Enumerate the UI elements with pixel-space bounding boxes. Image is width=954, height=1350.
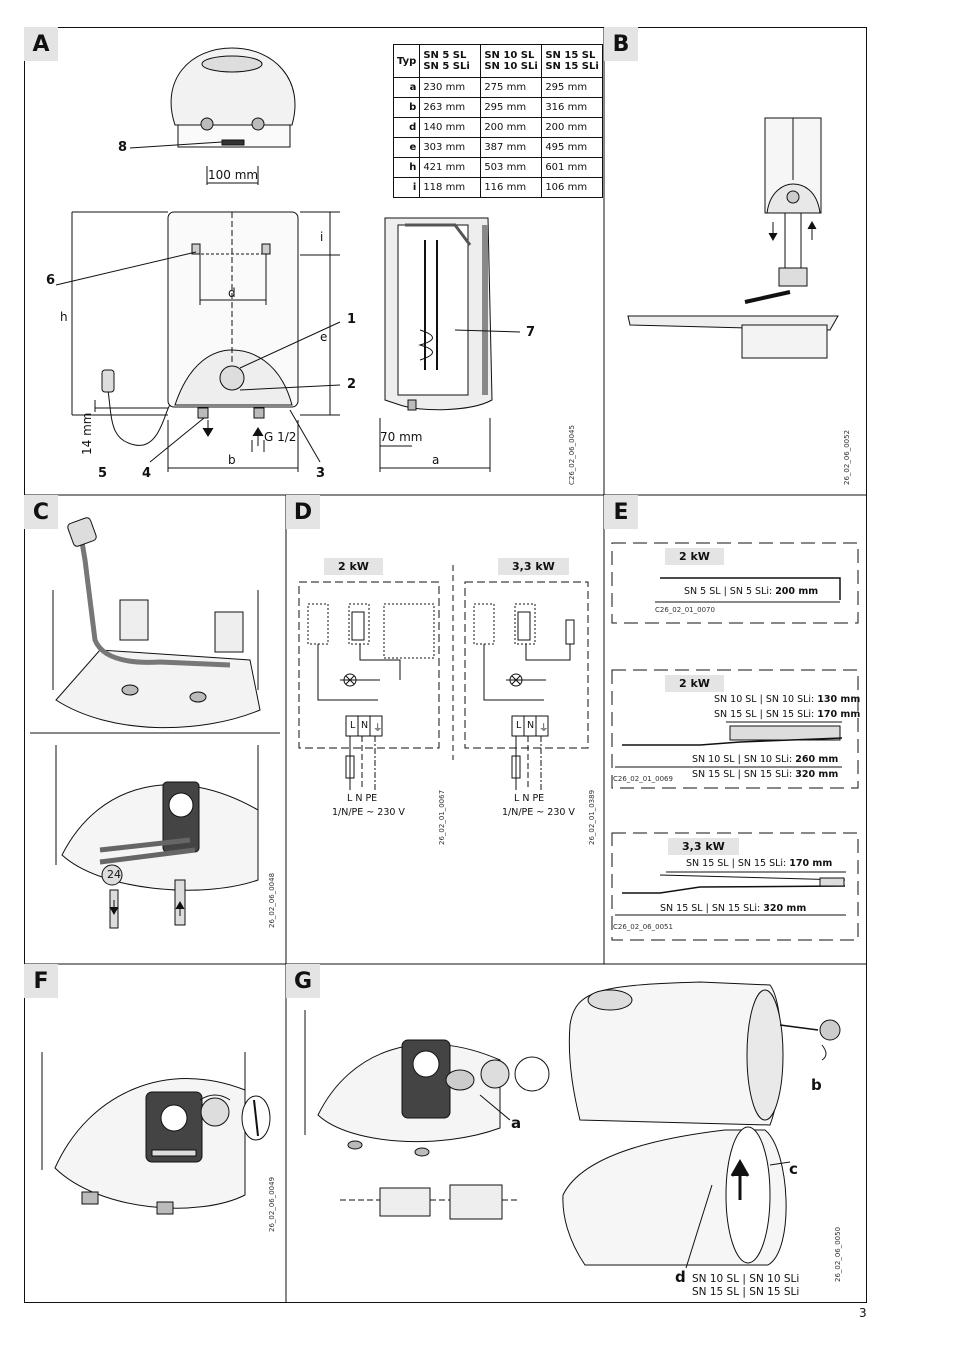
dim-70mm: 70 mm — [380, 430, 423, 444]
model-note-2: SN 15 SL | SN 15 SLi — [692, 1286, 800, 1298]
terminal-l: L — [350, 720, 356, 731]
box2-length-3: SN 10 SL | SN 10 SLi: 260 mm — [692, 754, 839, 765]
panel-f: F — [24, 964, 286, 1303]
panel-letter: A — [24, 27, 58, 61]
callout-6: 6 — [46, 273, 56, 288]
box1-length: SN 5 SL | SN 5 SLi: 200 mm — [684, 586, 819, 597]
box3-title: 3,3 kW — [668, 838, 739, 855]
page-number: 3 — [859, 1306, 867, 1320]
panel-d: D — [286, 495, 604, 964]
box3-length-2: SN 15 SL | SN 15 SLi: 320 mm — [660, 903, 807, 914]
panel-g: G — [286, 964, 867, 1303]
dim-letter-h: h — [60, 310, 68, 324]
page-frame — [24, 27, 867, 1303]
panel-letter: B — [604, 27, 638, 61]
box1-title: 2 kW — [665, 548, 724, 565]
dim-letter-e: e — [320, 330, 328, 344]
table-cell: 316 mm — [541, 97, 604, 118]
panel-e: E — [604, 495, 867, 964]
callout-1: 1 — [347, 312, 357, 327]
table-header-row: Typ SN 5 SL SN 5 SLi SN 10 SL SN 10 SLi … — [392, 44, 604, 78]
terminal-l: L — [516, 720, 522, 731]
figure-code: C26_02_06_0051 — [613, 923, 673, 931]
callout-c: c — [789, 1160, 798, 1178]
callout-2: 2 — [347, 377, 357, 392]
table-cell: i — [392, 177, 421, 198]
table-cell: 106 mm — [541, 177, 604, 198]
dimension-table: Typ SN 5 SL SN 5 SLi SN 10 SL SN 10 SLi … — [392, 44, 604, 198]
dim-thread: G 1/2 — [264, 430, 297, 444]
table-cell: SN 15 SL SN 15 SLi — [541, 44, 604, 78]
figure-code: 26_02_06_0050 — [834, 1226, 842, 1282]
box2-length-2: SN 15 SL | SN 15 SLi: 170 mm — [714, 709, 861, 720]
callout-7: 7 — [526, 325, 536, 340]
box2-length-4: SN 15 SL | SN 15 SLi: 320 mm — [692, 769, 839, 780]
supply-voltage: 1/N/PE ~ 230 V — [332, 807, 405, 818]
dim-letter-b: b — [228, 453, 236, 467]
wiring-title-3-3kw: 3,3 kW — [498, 558, 569, 575]
dim-letter-d: d — [228, 286, 236, 300]
box2-title: 2 kW — [665, 675, 724, 692]
supply-labels: L N PE — [347, 793, 378, 804]
supply-voltage: 1/N/PE ~ 230 V — [502, 807, 575, 818]
callout-3: 3 — [316, 466, 326, 481]
figure-code: C26_02_01_0069 — [613, 775, 673, 783]
panel-letter: G — [286, 964, 320, 998]
box2-length-1: SN 10 SL | SN 10 SLi: 130 mm — [714, 694, 861, 705]
terminal-n: N — [527, 720, 535, 731]
panel-letter: C — [24, 495, 58, 529]
callout-8: 8 — [118, 140, 128, 155]
callout-4: 4 — [142, 466, 152, 481]
terminal-pe: ⏚ — [373, 723, 383, 734]
wiring-title-2kw: 2 kW — [324, 558, 383, 575]
callout-b: b — [811, 1076, 822, 1094]
figure-code: C26_02_01_0070 — [655, 606, 715, 614]
dim-100mm: 100 mm — [208, 168, 259, 182]
panel-letter: D — [286, 495, 320, 529]
dim-letter-i: i — [320, 230, 324, 244]
box3-length-1: SN 15 SL | SN 15 SLi: 170 mm — [686, 858, 833, 869]
panel-c: C — [24, 495, 286, 964]
wrench-size-label: 24 — [107, 868, 121, 881]
model-note-1: SN 10 SL | SN 10 SLi — [692, 1273, 800, 1285]
terminal-n: N — [361, 720, 369, 731]
table-cell: Typ — [392, 44, 421, 78]
callout-a: a — [511, 1114, 522, 1132]
panel-letter: E — [604, 495, 638, 529]
table-cell: h — [392, 157, 421, 178]
callout-5: 5 — [98, 466, 108, 481]
callout-d: d — [675, 1268, 686, 1286]
supply-labels: L N PE — [514, 793, 545, 804]
panel-b: B — [604, 27, 867, 495]
panel-letter: F — [24, 964, 58, 998]
terminal-pe: ⏚ — [539, 723, 549, 734]
dim-letter-a: a — [432, 453, 440, 467]
panel-a: A — [24, 27, 604, 495]
table-cell: SN 5 SL SN 5 SLi — [419, 44, 482, 78]
